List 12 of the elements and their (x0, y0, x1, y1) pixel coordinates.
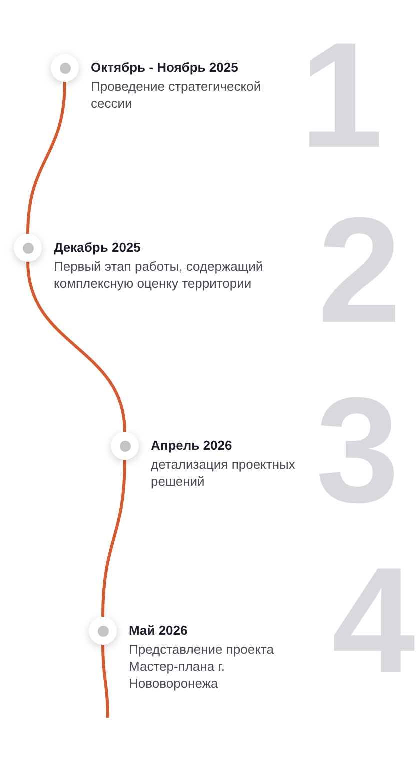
milestone-date: Апрель 2026 (151, 438, 234, 454)
milestone-description: Первый этап работы, содержащий комплексную оценку территории (54, 258, 264, 292)
milestone-date: Декабрь 2025 (54, 240, 142, 256)
timeline-line (102, 644, 110, 718)
milestone-date: Октябрь - Ноябрь 2025 (91, 60, 240, 76)
milestone-date: Май 2026 (129, 623, 189, 639)
timeline-line (26, 262, 126, 432)
timeline-line (102, 460, 126, 618)
milestone-description: Представление проекта Мастер-плана г. Нововоронежа (129, 641, 275, 692)
milestone-description: детализация проектных решений (151, 456, 296, 490)
milestone-description: Проведение стратегической сессии (91, 78, 262, 112)
timeline-line (26, 82, 66, 234)
